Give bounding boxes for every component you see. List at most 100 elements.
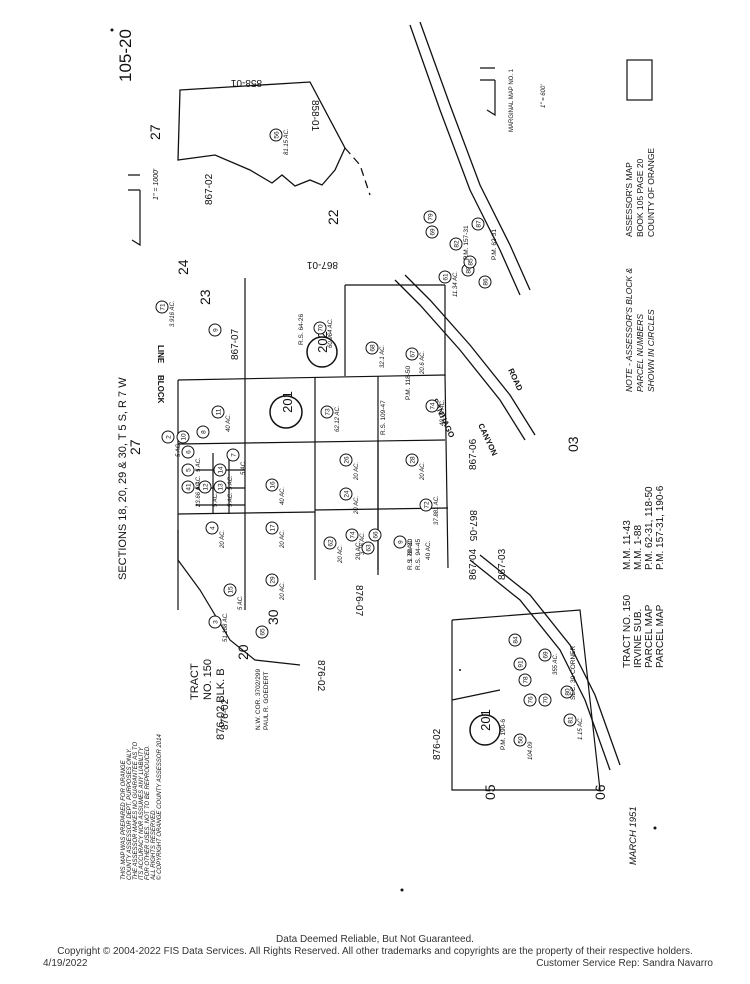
parcel-area: 40 AC.: [226, 414, 232, 432]
parcel-area: 355 AC.: [553, 654, 559, 675]
parcel-number: 80: [565, 688, 572, 696]
survey-ref-7: R.S. 109-47: [380, 400, 387, 435]
parcel-number: 66: [373, 531, 380, 539]
parcel-number: 11: [216, 408, 223, 415]
parcel-area: 11.34 AC.: [453, 271, 459, 297]
section-number-20: 20: [235, 644, 251, 660]
parcel-circle: [196, 425, 210, 439]
parcel-number: 41: [186, 483, 193, 491]
footer-rep: Customer Service Rep: Sandra Navarro: [536, 958, 713, 969]
parcel-circle: [560, 685, 574, 699]
north-arrow-icon: [128, 67, 496, 247]
block-867-06: 867-06: [468, 438, 479, 470]
parcel-circle: [223, 583, 237, 597]
disclaimer-1: THIS MAP WAS PREPARED FOR ORANGE: [121, 759, 127, 880]
parcel-marker: 66: [368, 528, 382, 542]
parcel-circle: [255, 625, 269, 639]
parcel-circle: [181, 463, 195, 477]
assessor-ref: ASSESSOR'S MAP BOOK 105 PAGE 20 COUNTY O…: [624, 148, 656, 237]
tract-bottom-3: PARCEL MAP: [644, 604, 655, 668]
parcel-area: 5 AC.: [241, 460, 247, 475]
block-867-03: 867-03: [497, 548, 508, 580]
parcel-marker: 10: [176, 430, 190, 444]
parcel-marker: 80: [560, 685, 574, 699]
parcel-circle: [513, 733, 527, 747]
parcel-circle: [365, 341, 379, 355]
parcel-circle: [161, 430, 175, 444]
parcel-number: 86: [483, 278, 490, 286]
parcel-area: 1.15 AC.: [578, 717, 584, 740]
parcel-number: 7: [231, 453, 238, 457]
parcel-number: 29: [270, 576, 277, 584]
parcel-circle: [563, 713, 577, 727]
block-876-02c: 876-02: [220, 698, 231, 730]
block-867-07: 867-07: [230, 328, 241, 360]
parcel-marker: 420 AC.: [205, 521, 226, 549]
parcel-area: 20 AC.: [420, 462, 426, 481]
parcel-marker: 75 AC.: [226, 448, 247, 475]
parcel-number: 50: [518, 736, 525, 744]
parcel-area: 20 AC.: [338, 545, 344, 564]
scale-main: 1" = 1000': [153, 168, 160, 200]
section-number-22: 22: [325, 209, 341, 225]
parcel-number: 28: [410, 456, 417, 464]
parcel-circle: [339, 453, 353, 467]
big-parcel-202: 202: [315, 331, 330, 353]
assessor-ref-3: COUNTY OF ORANGE: [646, 148, 656, 237]
map-ref-4: P.M. 157-31, 190-6: [655, 485, 666, 570]
parcel-circle: [393, 535, 407, 549]
parcel-marker: 155 AC.: [223, 583, 244, 610]
parcel-number: 10: [181, 433, 188, 441]
parcel-area: 20 AC.: [354, 462, 360, 481]
parcel-number: 85: [468, 258, 475, 266]
parcel-marker: 65: [255, 625, 269, 639]
parcel-area: 20 AC.: [354, 496, 360, 515]
parcel-marker: 8: [196, 425, 210, 439]
block-867-05: 867-05: [467, 510, 478, 542]
parcel-circle: [265, 573, 279, 587]
parcel-number: 84: [513, 636, 520, 644]
parcel-number: 79: [428, 213, 435, 221]
note-1: NOTE - ASSESSOR'S BLOCK &: [624, 268, 634, 392]
parcel-circle: [518, 673, 532, 687]
misc-label-4: 20 AC.: [355, 540, 362, 560]
road-label-canyon: CANYON: [476, 422, 499, 457]
note-2: PARCEL NUMBERS: [635, 314, 645, 392]
survey-refs: R.S. 64-26 R.S. 89-30 R.S. 94-45 P.M. 11…: [255, 225, 577, 750]
parcel-area: 5 AC.: [213, 492, 219, 507]
parcel-number: 4: [210, 526, 217, 530]
misc-label-5: 40 AC.: [425, 540, 432, 560]
parcel-marker: 25 AC.: [161, 430, 182, 457]
parcel-number: 87: [476, 220, 483, 228]
parcel-marker: 82: [449, 237, 463, 251]
parcel-number: 26: [344, 456, 351, 464]
parcel-circle: [265, 478, 279, 492]
section-number-30: 30: [265, 609, 281, 625]
parcel-number: 68: [370, 344, 377, 352]
parcel-circle: [155, 300, 169, 314]
lower-grid: [451, 609, 601, 791]
footer-date: 4/19/2022: [43, 958, 88, 969]
parcel-area: 5 AC.: [176, 442, 182, 457]
tract-left-2: NO. 150: [202, 659, 214, 700]
parcel-number: 17: [270, 524, 277, 532]
sections-title: SECTIONS 18, 20, 29 & 30, T 5 S, R 7 W: [117, 377, 129, 580]
misc-label-2: PAUL R. GOEDERT: [263, 672, 270, 730]
parcel-area: 20.6 AC.: [420, 351, 426, 375]
tract-bottom-2: IRVINE SUB.: [633, 609, 644, 668]
scale-marginal: 1" = 600': [541, 84, 547, 108]
parcel-boundary-858: [177, 81, 371, 196]
survey-ref-1: R.S. 64-26: [298, 314, 305, 345]
